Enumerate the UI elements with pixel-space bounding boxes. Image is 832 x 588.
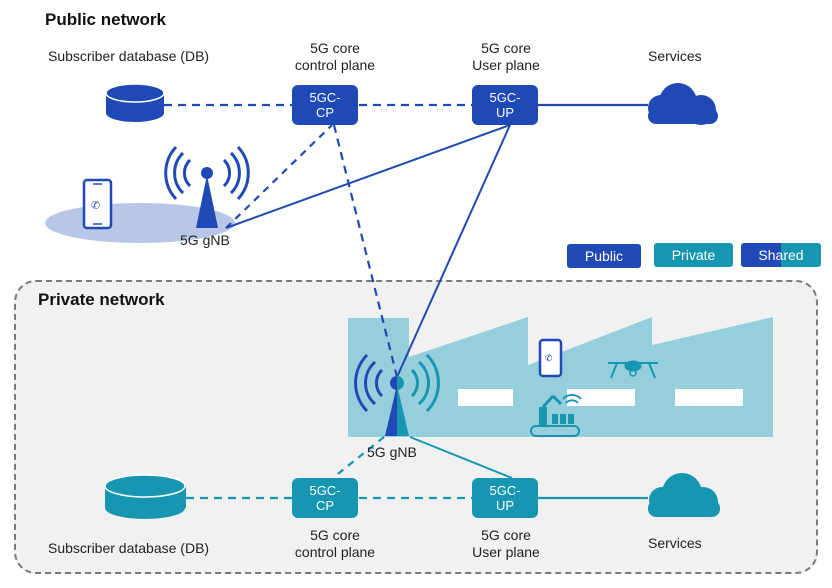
private-network-title: Private network: [38, 290, 165, 309]
node-line: UP: [495, 498, 515, 513]
public-db-label: Subscriber database (DB): [48, 48, 210, 64]
public-5gc-up-node[interactable]: 5GC- UP: [472, 85, 538, 125]
link-gnb-cp-public: [225, 124, 333, 229]
caption-line: User plane: [472, 57, 540, 73]
public-cp-caption: 5G core control plane: [290, 40, 380, 74]
link-shared-gnb-up: [396, 124, 511, 378]
private-cp-caption: 5G core control plane: [280, 527, 390, 561]
database-icon-private: [104, 474, 186, 519]
caption-line: 5G core: [310, 527, 360, 543]
legend-private: Private: [654, 243, 733, 267]
gnb-tower-icon-public: [164, 145, 250, 228]
phone-icon-public: ✆: [82, 178, 113, 230]
legend-public: Public: [567, 244, 641, 268]
link-gnb-cp-private: [333, 436, 385, 478]
node-line: CP: [315, 105, 335, 120]
gnb-tower-icon-shared: [354, 353, 440, 436]
link-gnb-up-private: [409, 436, 513, 479]
svg-text:✆: ✆: [91, 200, 100, 212]
cloud-icon-public: [648, 83, 718, 125]
public-up-caption: 5G core User plane: [466, 40, 546, 74]
factory-window: [458, 389, 513, 406]
factory-building: [348, 317, 773, 437]
private-up-caption: 5G core User plane: [466, 527, 546, 561]
svg-text:✆: ✆: [545, 353, 553, 363]
caption-line: 5G core: [310, 40, 360, 56]
drone-icon: [608, 360, 658, 379]
link-shared-gnb-cp: [332, 124, 399, 378]
factory-window: [675, 389, 743, 406]
node-line: CP: [315, 498, 335, 513]
database-icon-public: [105, 83, 165, 122]
caption-line: User plane: [472, 544, 540, 560]
caption-line: 5G core: [481, 527, 531, 543]
phone-icon-private: ✆: [538, 338, 563, 378]
node-line: 5GC-: [309, 483, 341, 498]
factory-robot-icon: [530, 394, 582, 437]
legend-shared: Shared: [741, 243, 821, 267]
factory-window: [567, 389, 635, 406]
private-5gc-cp-node[interactable]: 5GC- CP: [292, 478, 358, 518]
public-gnb-label: 5G gNB: [180, 232, 230, 248]
node-line: 5GC-: [309, 90, 341, 105]
node-line: UP: [495, 105, 515, 120]
private-gnb-label: 5G gNB: [367, 444, 417, 460]
public-5gc-cp-node[interactable]: 5GC- CP: [292, 85, 358, 125]
caption-line: 5G core: [481, 40, 531, 56]
private-services-label: Services: [648, 535, 702, 551]
private-5gc-up-node[interactable]: 5GC- UP: [472, 478, 538, 518]
public-services-label: Services: [648, 48, 702, 64]
node-line: 5GC-: [489, 90, 521, 105]
caption-line: control plane: [294, 57, 376, 73]
caption-line: control plane: [294, 544, 376, 560]
cloud-icon-private: [648, 473, 720, 517]
public-network-title: Public network: [45, 10, 166, 29]
node-line: 5GC-: [489, 483, 521, 498]
link-gnb-up-public: [225, 124, 511, 229]
private-db-label: Subscriber database (DB): [48, 540, 210, 556]
